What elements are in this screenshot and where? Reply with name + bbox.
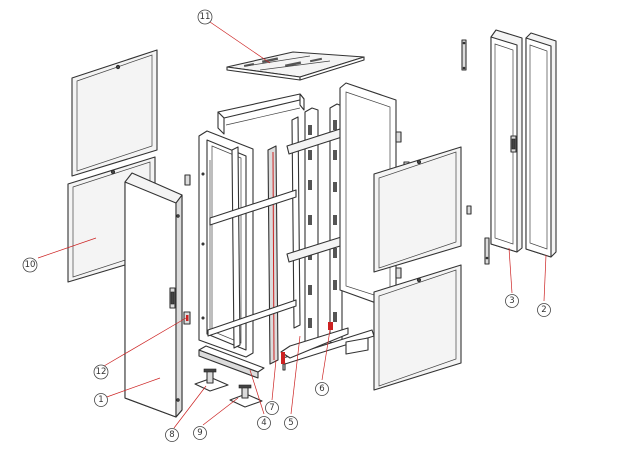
leveling-foot	[194, 368, 229, 392]
leader-3	[508, 247, 513, 294]
front-door	[124, 172, 183, 418]
callout-label: 1	[98, 395, 103, 405]
callout-label: 7	[269, 403, 274, 413]
callout-label: 12	[96, 367, 107, 377]
leader-1	[103, 377, 161, 399]
caster-wheel	[229, 384, 263, 408]
leader-5	[290, 335, 301, 415]
callout-label: 8	[169, 430, 174, 440]
leader-9	[202, 397, 239, 426]
callout-label: 6	[319, 384, 324, 394]
callout-12: 12	[93, 364, 109, 380]
leader-6	[321, 329, 331, 381]
leader-4	[249, 369, 265, 415]
callout-11: 11	[197, 9, 213, 25]
callout-3: 3	[505, 294, 519, 308]
callout-9: 9	[193, 426, 207, 440]
top-frame	[217, 93, 305, 135]
side-panel-right-lower	[373, 205, 472, 391]
callout-2: 2	[537, 303, 551, 317]
leader-10	[37, 237, 97, 259]
callout-8: 8	[165, 428, 179, 442]
bottom-frame-bar	[280, 327, 369, 364]
callout-4: 4	[257, 416, 271, 430]
rear-door-hinges	[461, 39, 490, 265]
leader-lines	[37, 21, 547, 429]
rear-door	[490, 29, 523, 253]
side-panel-left-upper	[71, 49, 158, 177]
top-cover	[226, 51, 365, 81]
side-panel-right-upper	[373, 146, 462, 273]
leader-7	[271, 359, 277, 401]
leader-2	[543, 254, 547, 302]
callout-7: 7	[265, 401, 279, 415]
leader-8	[173, 385, 207, 429]
callout-5: 5	[284, 416, 298, 430]
callout-6: 6	[315, 382, 329, 396]
front-mounting-rail	[198, 345, 265, 379]
callout-label: 9	[197, 428, 202, 438]
callout-label: 10	[25, 260, 36, 270]
callout-label: 3	[509, 296, 514, 306]
leader-12	[103, 317, 187, 367]
door-hinge-top	[184, 174, 191, 186]
callout-10: 10	[22, 257, 38, 273]
callout-label: 11	[200, 12, 211, 22]
leader-11	[209, 21, 271, 64]
callout-label: 2	[541, 305, 546, 315]
horizontal-crossbars	[207, 189, 297, 337]
callout-label: 5	[288, 418, 293, 428]
callout-1: 1	[94, 393, 108, 407]
callout-label: 4	[261, 418, 266, 428]
side-panel-outer	[525, 32, 557, 258]
door-lock	[183, 311, 191, 325]
